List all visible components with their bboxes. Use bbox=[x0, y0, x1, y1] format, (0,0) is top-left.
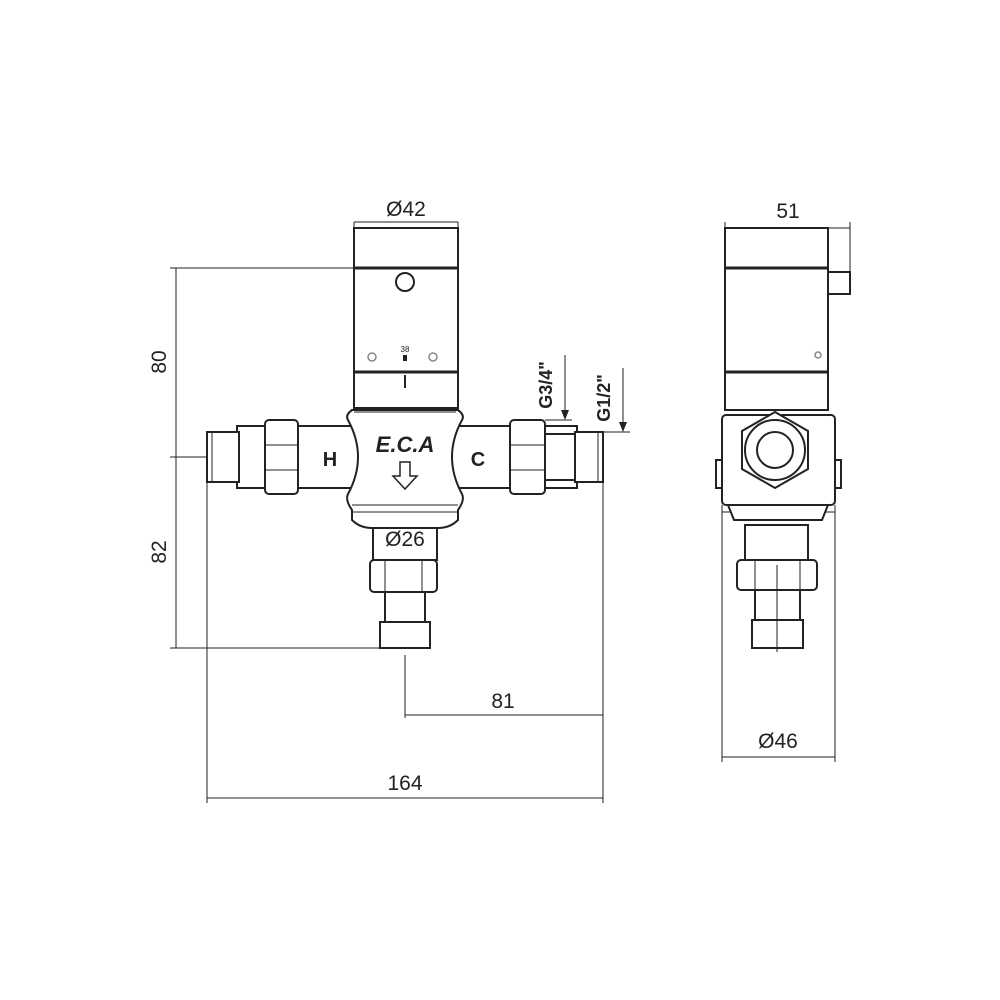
snowflake-icon bbox=[367, 352, 377, 362]
height-bottom-label: 82 bbox=[148, 540, 171, 563]
outlet-nut bbox=[369, 559, 438, 593]
side-diameter-label: Ø46 bbox=[758, 730, 798, 753]
outlet-diameter-label: Ø26 bbox=[385, 528, 425, 551]
side-port bbox=[756, 431, 794, 469]
side-view bbox=[715, 227, 851, 652]
cold-label: C bbox=[471, 449, 485, 471]
side-depth-label: 51 bbox=[776, 200, 799, 223]
front-dimensions: Ø42 80 82 81 164 G3/4" G1/2" bbox=[148, 198, 630, 803]
hot-label: H bbox=[323, 449, 337, 471]
side-dimensions: 51 Ø46 bbox=[721, 200, 851, 762]
height-top-label: 80 bbox=[148, 350, 171, 373]
sun-icon bbox=[428, 352, 438, 362]
right-nut bbox=[509, 419, 546, 495]
side-hex-nut bbox=[741, 410, 809, 490]
valve-body bbox=[346, 409, 464, 529]
front-view: 38 E.C.A H C Ø26 bbox=[206, 227, 604, 649]
flow-arrow-icon bbox=[391, 461, 419, 491]
thread-inner-label: G3/4" bbox=[536, 361, 556, 409]
knob-marker-icon bbox=[395, 272, 415, 292]
side-cap bbox=[724, 227, 829, 411]
cap-diameter-label: Ø42 bbox=[386, 198, 426, 221]
right-end-fitting bbox=[574, 431, 604, 483]
outlet-neck bbox=[372, 527, 438, 561]
side-knob bbox=[827, 271, 851, 295]
brand-logo: E.C.A bbox=[376, 432, 435, 457]
outlet-offset-label: 81 bbox=[491, 690, 514, 713]
left-nut bbox=[264, 419, 299, 495]
temperature-label: 38 bbox=[401, 345, 410, 354]
outlet-fitting bbox=[379, 621, 431, 649]
thread-outer-label: G1/2" bbox=[594, 374, 614, 422]
total-width-label: 164 bbox=[387, 772, 422, 795]
